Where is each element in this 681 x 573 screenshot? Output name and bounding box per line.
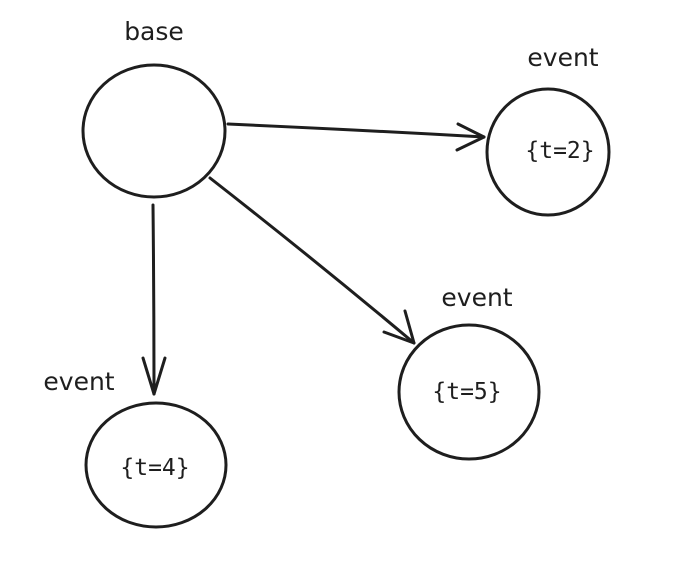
node-base-label: base xyxy=(124,17,184,46)
node-event-t2-circle xyxy=(485,87,611,217)
node-event-t4: event {t=4} xyxy=(43,367,228,529)
node-event-t5-value: {t=5} xyxy=(432,379,501,405)
node-event-t2-value: {t=2} xyxy=(525,138,594,164)
edge-base-to-t5 xyxy=(208,176,416,345)
edge-base-to-t4 xyxy=(141,203,167,396)
node-event-t4-circle xyxy=(84,401,228,529)
node-event-t5-label: event xyxy=(441,283,512,312)
node-event-t2: event {t=2} xyxy=(485,43,611,217)
node-event-t4-label: event xyxy=(43,367,114,396)
node-event-t5: event {t=5} xyxy=(397,283,541,461)
node-event-t5-circle xyxy=(397,323,541,461)
edge-base-to-t2 xyxy=(226,122,486,152)
node-base: base xyxy=(81,17,227,199)
node-event-t4-value: {t=4} xyxy=(120,455,189,481)
node-base-circle xyxy=(81,63,227,199)
node-event-t2-label: event xyxy=(527,43,598,72)
